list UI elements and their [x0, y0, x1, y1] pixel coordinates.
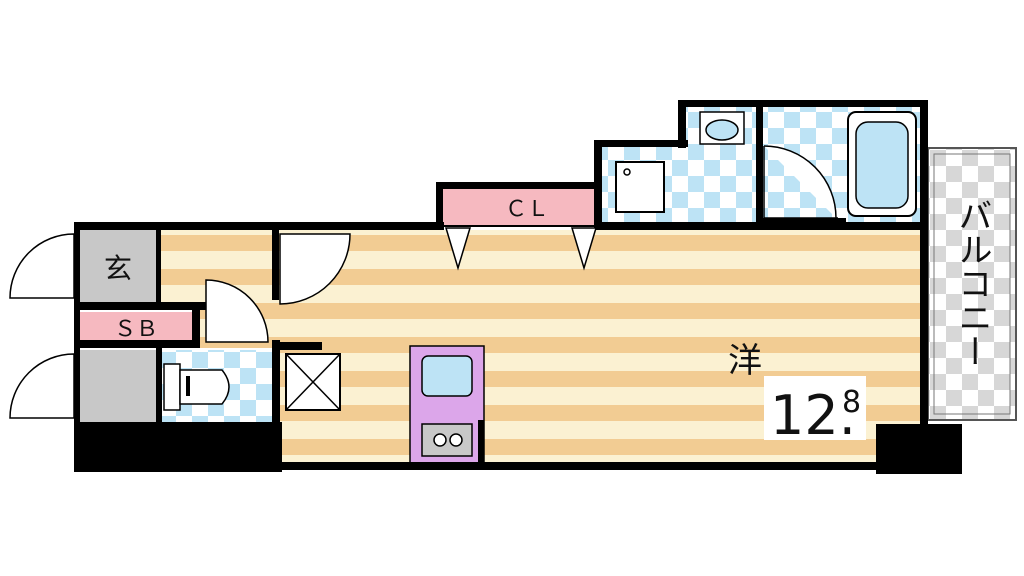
washbasin-icon: [699, 111, 745, 145]
shoe-box-label: ＳＢ: [114, 317, 158, 342]
refrigerator-space-icon: [285, 353, 341, 411]
shoe-box: ＳＢ: [80, 312, 192, 342]
washroom: [602, 106, 756, 226]
storage-gray: [80, 350, 156, 422]
door-swing-icon: [9, 233, 351, 419]
entrance: 玄: [78, 228, 158, 302]
washing-machine-space-icon: [615, 161, 665, 213]
balcony-label: バルコニー: [952, 198, 992, 368]
room-size-main: 12.: [770, 384, 856, 447]
walls: [74, 100, 962, 474]
bathroom: [762, 106, 922, 222]
closet-door-right-icon: [570, 227, 598, 271]
sink-icon: [421, 355, 473, 397]
room-size-box: [764, 376, 866, 440]
closet-door-left-icon: [444, 227, 472, 271]
balcony: バルコニー: [927, 147, 1017, 421]
western-room-label: 洋: [728, 341, 762, 381]
toilet-icon: [163, 363, 230, 411]
entrance-label: 玄: [104, 252, 132, 285]
bathtub-icon: [847, 111, 917, 217]
stove-icon: [421, 423, 473, 457]
kitchen: [409, 345, 485, 465]
room-size-decimal: 8: [842, 385, 861, 420]
closet-label: ＣＬ: [505, 197, 549, 222]
closet: ＣＬ: [440, 188, 598, 271]
toilet-room: [160, 350, 276, 424]
